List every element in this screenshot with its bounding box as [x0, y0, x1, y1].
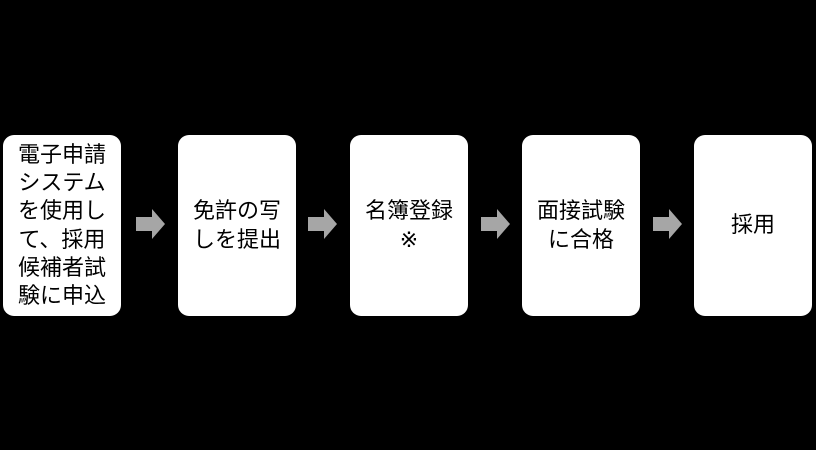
- right-arrow-shape: [308, 209, 337, 239]
- flow-step-license-copy: 免許の写 しを提出: [178, 135, 296, 316]
- flow-step-application: 電子申請 システム を使用し て、採用 候補者試 験に申込: [3, 135, 121, 316]
- flow-step-roster-registration-label: 名簿登録 ※: [364, 198, 453, 252]
- flow-step-license-copy-label: 免許の写 しを提出: [192, 198, 281, 252]
- right-arrow-shape: [481, 209, 510, 239]
- right-arrow-shape: [136, 209, 165, 239]
- flow-step-hired: 採用: [694, 135, 812, 316]
- flow-step-application-label: 電子申請 システム を使用し て、採用 候補者試 験に申込: [17, 142, 106, 308]
- flow-step-roster-registration: 名簿登録 ※: [350, 135, 468, 316]
- flow-step-hired-label: 採用: [730, 212, 775, 238]
- flow-step-interview-pass-label: 面接試験 に合格: [536, 198, 625, 252]
- right-arrow-shape: [653, 209, 682, 239]
- right-arrow-icon: [653, 209, 682, 239]
- right-arrow-icon: [481, 209, 510, 239]
- right-arrow-icon: [136, 209, 165, 239]
- flow-step-interview-pass: 面接試験 に合格: [522, 135, 640, 316]
- right-arrow-icon: [308, 209, 337, 239]
